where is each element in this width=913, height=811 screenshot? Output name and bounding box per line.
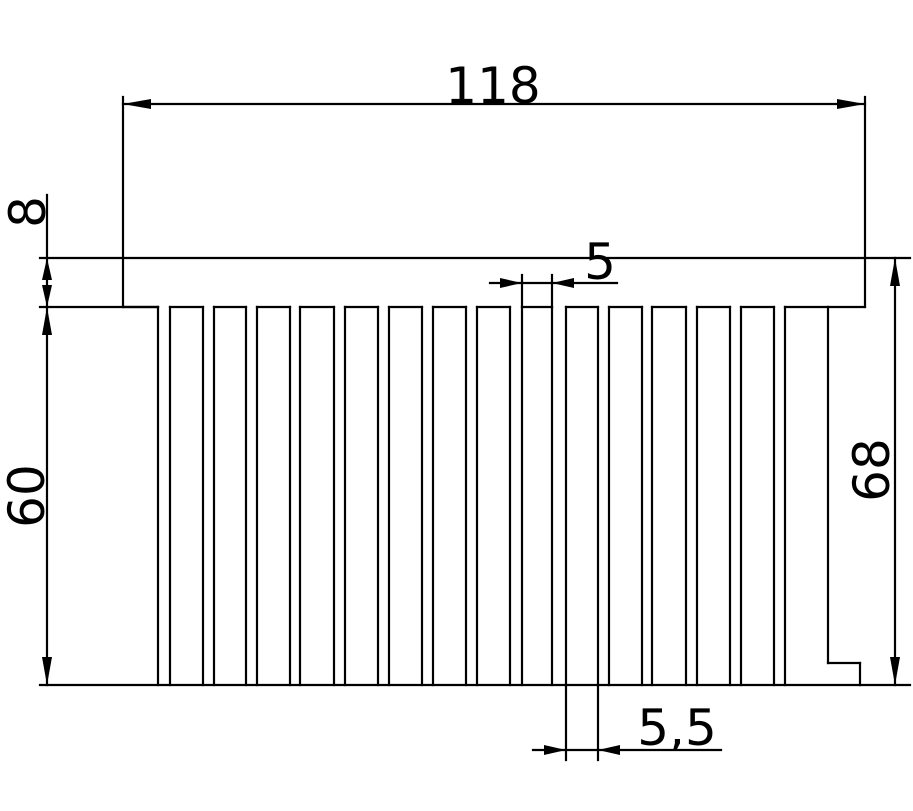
arrow-pitch-right [598,745,620,755]
dim-label-68: 68 [843,438,901,502]
arrow-left [123,99,151,109]
arrow-gap-right [552,278,574,288]
dim-label-5-5: 5,5 [637,699,717,757]
dimension-base-thickness: 8 [0,193,160,309]
dimension-overall-width: 118 [121,57,867,260]
arrow-base-bottom [42,285,52,307]
fin-array [156,305,867,687]
dimension-fin-pitch: 5,5 [531,683,723,762]
dimension-fin-height: 60 [0,305,56,687]
arrow-gap-left [500,278,522,288]
dim-label-8: 8 [0,196,57,228]
dim-label-5: 5 [584,233,616,291]
arrow-fin-bottom [42,657,52,685]
arrow-base-top [42,258,52,280]
arrow-total-bottom [890,657,900,685]
dimension-fin-gap: 5 [488,233,619,309]
dimension-total-height: 68 [843,256,912,687]
heatsink-outline [38,256,867,687]
arrow-pitch-left [544,745,566,755]
dim-label-118: 118 [445,57,540,115]
dim-label-60: 60 [0,464,56,528]
arrow-right [837,99,865,109]
arrow-fin-top [42,307,52,335]
arrow-total-top [890,258,900,286]
